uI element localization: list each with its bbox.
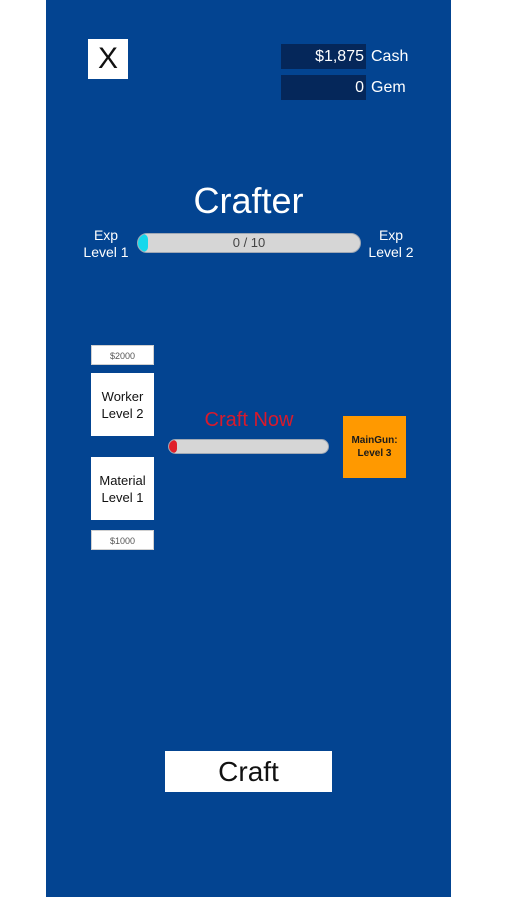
product-level: Level 3 (357, 448, 392, 459)
exp-progress-text: 0 / 10 (232, 235, 266, 250)
craft-button[interactable]: Craft (165, 751, 332, 792)
cash-value: $1,875 (281, 44, 366, 69)
craft-now-label: Craft Now (204, 409, 294, 431)
gem-label: Gem (371, 79, 406, 96)
craft-progress-bar (168, 439, 329, 454)
exp-next-level: Exp Level 2 (356, 227, 426, 261)
material-upgrade-card[interactable]: Material Level 1 (91, 457, 154, 520)
worker-upgrade-price[interactable]: $2000 (91, 345, 154, 365)
worker-upgrade-line1: Worker (101, 388, 144, 404)
exp-progress-bar: 0 / 10 (137, 233, 361, 253)
close-button[interactable]: X (88, 39, 128, 79)
exp-next-level-line2: Level 2 (368, 244, 414, 260)
gem-value: 0 (281, 75, 366, 100)
cash-label: Cash (371, 48, 409, 65)
exp-current-level-line1: Exp (93, 227, 119, 243)
exp-current-level-line2: Level 1 (83, 244, 129, 260)
worker-upgrade-line2: Level 2 (101, 405, 144, 421)
craft-progress-fill (169, 440, 177, 453)
material-upgrade-line2: Level 1 (101, 489, 144, 505)
material-upgrade-price[interactable]: $1000 (91, 530, 154, 550)
material-upgrade-line1: Material (99, 472, 146, 488)
exp-next-level-line1: Exp (378, 227, 404, 243)
exp-current-level: Exp Level 1 (71, 227, 141, 261)
page-title: Crafter (193, 180, 304, 221)
exp-progress-fill (138, 234, 148, 252)
product-name: MainGun: (351, 435, 398, 446)
worker-upgrade-card[interactable]: Worker Level 2 (91, 373, 154, 436)
crafted-product-box: MainGun: Level 3 (343, 416, 406, 478)
